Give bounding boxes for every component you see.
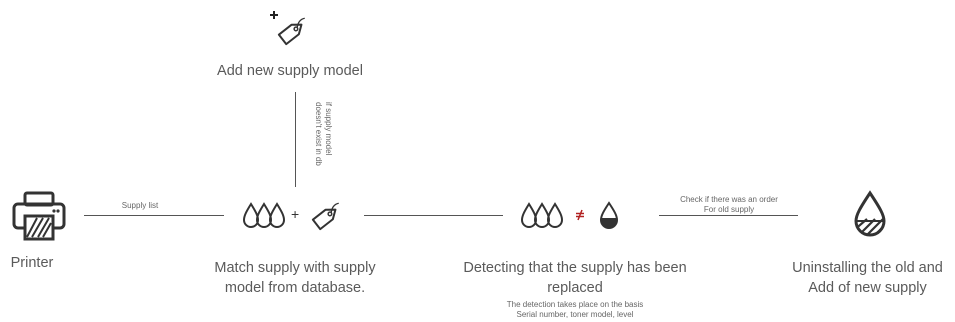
branch-connector [295, 92, 297, 187]
detect-note-line2: Serial number, toner model, level [516, 309, 634, 319]
ink-drop-low-icon [853, 190, 887, 237]
match-label-line1: Match supply with supply [214, 260, 376, 276]
branch-note: if supply model doesn't exist in db [309, 102, 333, 192]
detect-note-line1: The detection takes place on the basis [506, 300, 644, 309]
not-equal-icon [575, 209, 585, 221]
uninstall-label: Uninstalling the old and Add of new supp… [780, 258, 955, 298]
tag-icon [306, 197, 350, 231]
detect-label: Detecting that the supply has been repla… [440, 258, 710, 298]
match-label: Match supply with supply model from data… [180, 258, 410, 298]
ink-drop-half-icon [599, 201, 619, 229]
uninstall-label-line2: Add of new supply [808, 280, 927, 296]
ink-drops-icon [242, 201, 287, 229]
edge-detect-to-uninstall [659, 215, 798, 217]
edge-supply-list-label: Supply list [121, 201, 159, 210]
branch-note-line1: if supply model [324, 102, 333, 156]
edge-match-to-detect [364, 215, 503, 217]
edge-check-order-line2: For old supply [703, 204, 755, 214]
printer-label: Printer [10, 255, 54, 271]
detect-label-line2: replaced [547, 280, 603, 296]
detect-label-line1: Detecting that the supply has been [463, 260, 687, 276]
edge-check-order-line1: Check if there was an order [680, 195, 778, 204]
tag-add-icon [270, 8, 314, 46]
ink-drops-icon [520, 201, 565, 229]
match-label-line2: model from database. [224, 280, 366, 296]
plus-operator: + [291, 206, 300, 222]
edge-check-order-label: Check if there was an order For old supp… [668, 195, 790, 214]
branch-note-line2: doesn't exist in db [314, 102, 323, 166]
edge-printer-to-match [84, 215, 224, 217]
uninstall-label-line1: Uninstalling the old and [792, 260, 943, 276]
printer-icon [12, 191, 66, 241]
add-supply-model-label: Add new supply model [217, 63, 363, 79]
detect-note: The detection takes place on the basis S… [460, 300, 690, 319]
